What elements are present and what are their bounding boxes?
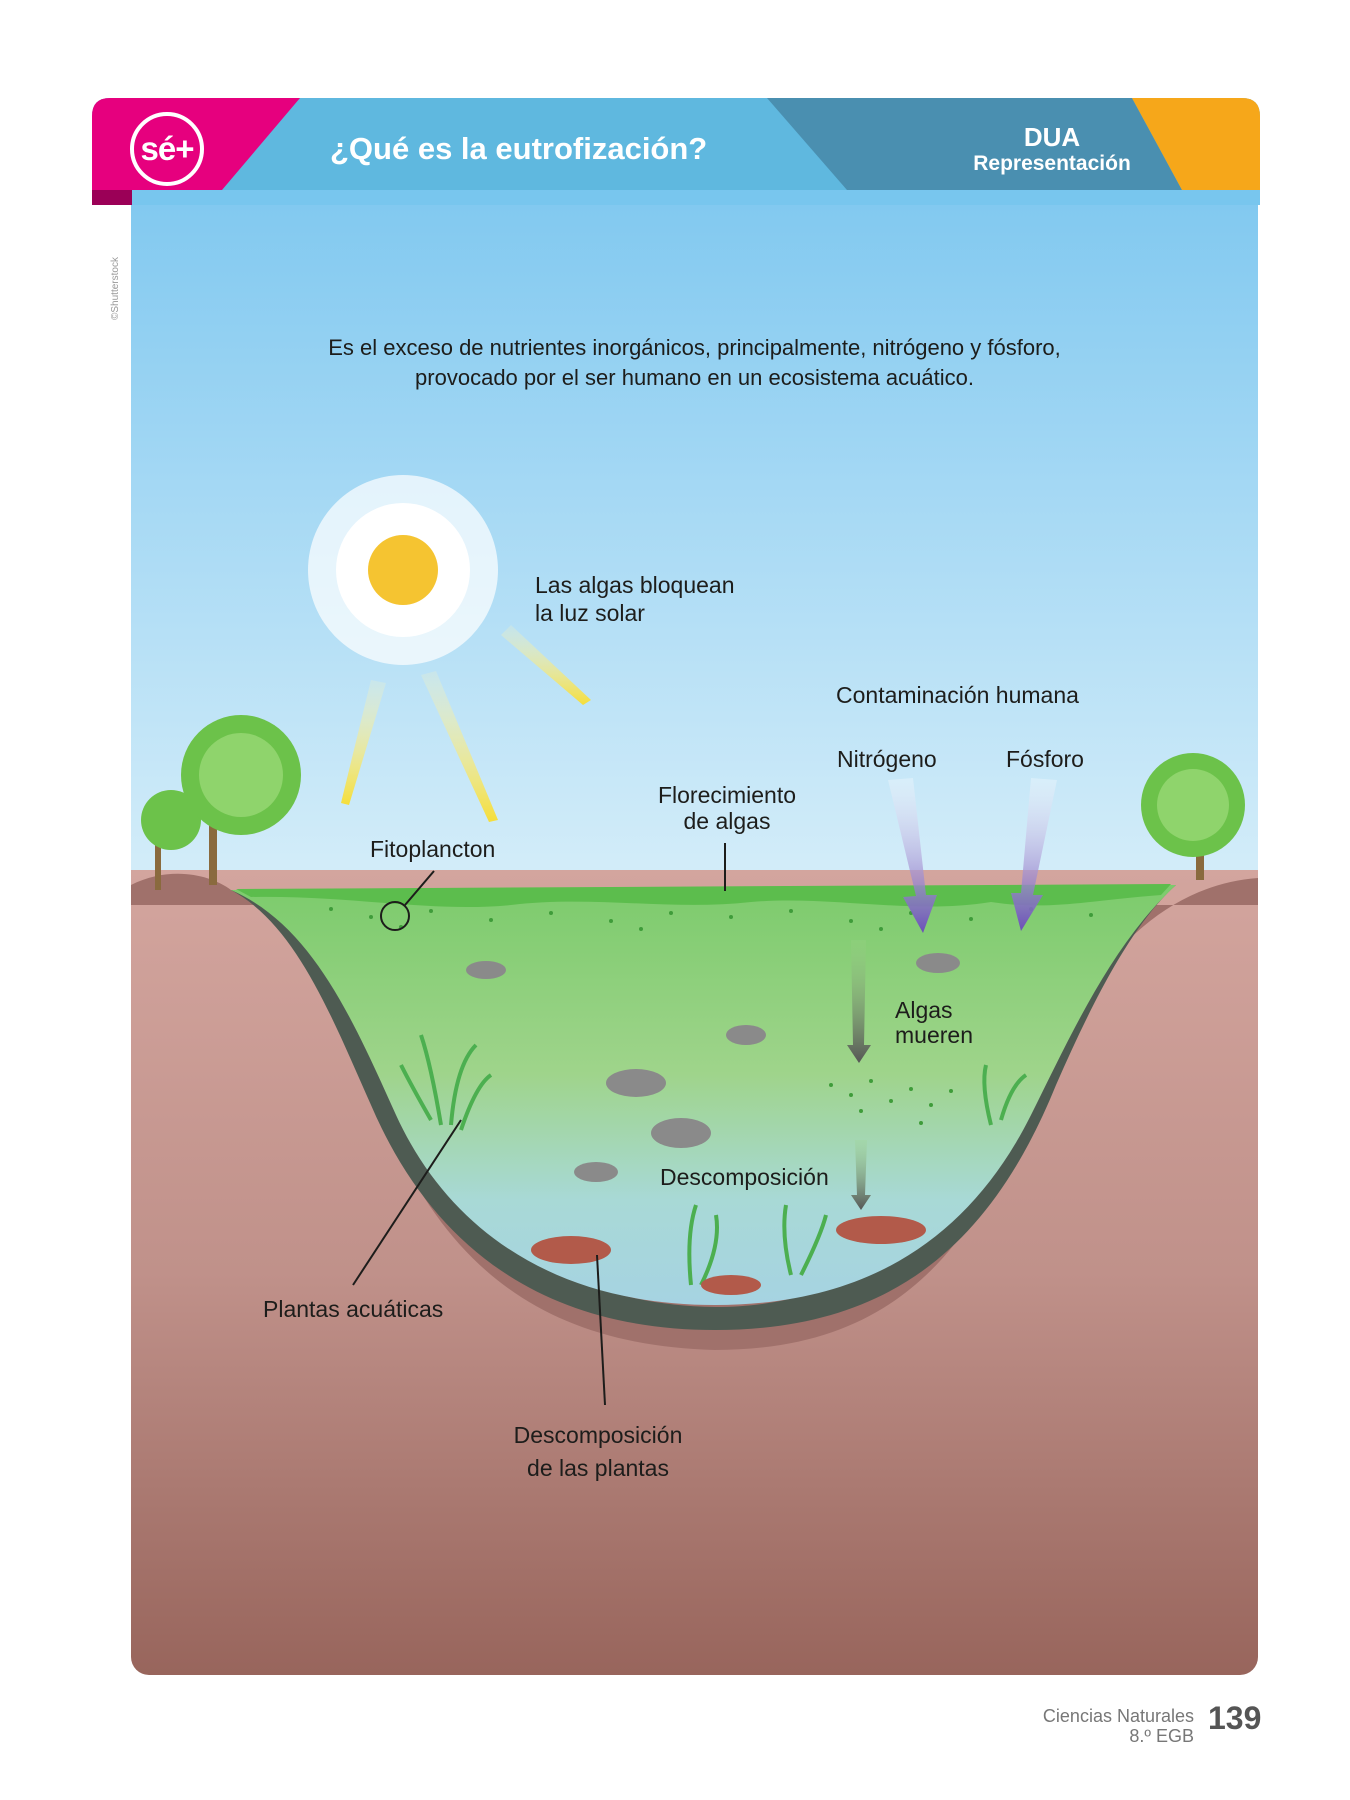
badge-title: DUA [1023, 122, 1081, 152]
decaying-plants [531, 1216, 926, 1295]
label-algae-die: Algas mueren [895, 998, 973, 1048]
label-plant-decomp-line-2: de las plantas [527, 1455, 669, 1481]
scene-svg [131, 205, 1258, 1675]
se-plus-logo: sé+ [130, 112, 204, 186]
dua-badge: DUA Representación [952, 123, 1152, 177]
label-phytoplankton: Fitoplancton [370, 836, 496, 862]
label-algae-bloom-line-1: Florecimiento [657, 782, 797, 808]
footer-subject: Ciencias Naturales [1042, 1706, 1194, 1726]
fish [606, 1069, 666, 1097]
fish [916, 953, 960, 973]
dying-algae-arrow [847, 940, 871, 1063]
decomposition-arrow [851, 1140, 871, 1210]
label-phosphorus: Fósforo [1006, 746, 1084, 772]
page-number: 139 [1208, 1700, 1262, 1736]
badge-subtitle: Representación [973, 152, 1131, 175]
label-algae-block: Las algas bloquean la luz solar [535, 571, 735, 627]
badge-tab [767, 98, 1182, 190]
definition-line-2: provocado por el ser humano en un ecosis… [415, 365, 974, 390]
aquatic-plants [399, 1034, 1028, 1286]
phosphorus-arrow [1011, 778, 1057, 931]
label-plant-decomposition: Descomposición de las plantas [498, 1419, 698, 1485]
ribbon-fold [92, 190, 132, 205]
label-human-pollution: Contaminación humana [836, 682, 1079, 708]
label-algae-die-line-2: mueren [895, 1022, 973, 1048]
tree-right [1141, 753, 1245, 880]
fish [726, 1025, 766, 1045]
fish-group [466, 953, 960, 1182]
label-aquatic-plants: Plantas acuáticas [263, 1296, 444, 1322]
definition-text: Es el exceso de nutrientes inorgánicos, … [131, 333, 1258, 393]
label-plant-decomp-line-1: Descomposición [513, 1422, 683, 1448]
phytoplankton-marker [380, 901, 410, 931]
fish [574, 1162, 618, 1182]
nitrogen-arrow [888, 778, 937, 933]
label-decomposition: Descomposición [660, 1164, 829, 1190]
page-header: sé+ ¿Qué es la eutrofización? DUA Repres… [92, 98, 1260, 205]
algae-bloom-layer [236, 884, 1171, 908]
tree-left [141, 715, 301, 890]
sunray-blocked [501, 625, 591, 705]
definition-line-1: Es el exceso de nutrientes inorgánicos, … [328, 335, 1061, 360]
label-algae-die-line-1: Algas [895, 997, 953, 1023]
page-title: ¿Qué es la eutrofización? [330, 131, 708, 166]
label-algae-block-line-2: la luz solar [535, 600, 645, 626]
page-footer: Ciencias Naturales 8.º EGB [1043, 1706, 1194, 1746]
sun [308, 475, 498, 665]
label-algae-bloom-line-2: de algas [683, 808, 771, 834]
label-nitrogen: Nitrógeno [837, 746, 937, 772]
sunray-1 [341, 680, 386, 805]
label-algae-block-line-1: Las algas bloquean [535, 572, 735, 598]
corner-accent [1132, 98, 1260, 190]
footer-grade: 8.º EGB [1129, 1726, 1194, 1746]
sunray-2 [421, 671, 498, 822]
label-algae-bloom: Florecimiento de algas [627, 782, 827, 834]
fish [651, 1118, 711, 1148]
image-credit: ©Shutterstock [110, 257, 121, 320]
plant-decomp-pointer [596, 1254, 606, 1406]
aquatic-plants-pointer [352, 1119, 462, 1286]
fish [466, 961, 506, 979]
phytoplankton-pointer [404, 870, 435, 906]
eutrophication-illustration: Es el exceso de nutrientes inorgánicos, … [131, 205, 1258, 1675]
lake-water [231, 885, 1176, 1305]
